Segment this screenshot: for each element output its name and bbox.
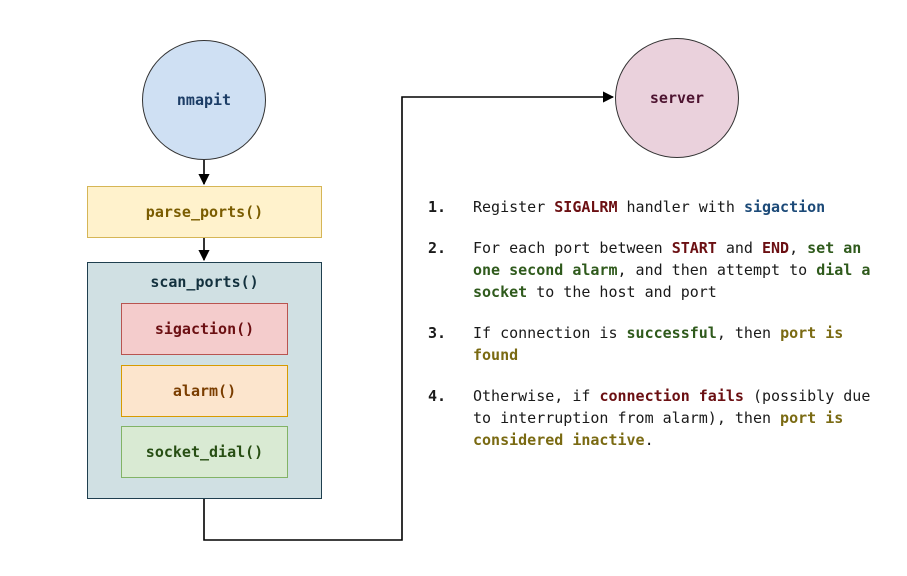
step-text-segment: set an one second alarm (473, 239, 862, 279)
step-item: 2. For each port between START and END, … (428, 237, 888, 303)
node-server: server (615, 38, 739, 158)
node-alarm-label: alarm() (172, 382, 237, 400)
node-parse-ports: parse_ports() (87, 186, 322, 238)
step-text-segment: connection fails (599, 387, 744, 405)
step-text-segment: For each port between (473, 239, 672, 257)
step-number: 2. (428, 239, 447, 257)
step-text: Register SIGALRM handler with sigaction (473, 198, 825, 216)
node-server-label: server (649, 89, 705, 107)
node-nmapit: nmapit (142, 40, 266, 160)
step-item: 3. If connection is successful, then por… (428, 322, 888, 366)
step-number: 1. (428, 198, 447, 216)
step-text: For each port between START and END, set… (473, 239, 870, 301)
node-socket-dial: socket_dial() (121, 426, 288, 478)
step-text-segment: port is considered inactive (473, 409, 844, 449)
step-item: 1. Register SIGALRM handler with sigacti… (428, 196, 888, 218)
step-text-segment: END (762, 239, 790, 257)
step-item: 4. Otherwise, if connection fails (possi… (428, 385, 888, 451)
node-socket-dial-label: socket_dial() (145, 443, 264, 461)
arrow-socket-dial-to-server (203, 91, 615, 541)
step-text-segment: If connection is (473, 324, 627, 342)
step-text-segment: handler with (617, 198, 744, 216)
step-text-segment: to the host and port (527, 283, 717, 301)
step-text-segment: Otherwise, if (473, 387, 600, 405)
step-text-segment: START (671, 239, 717, 257)
node-sigaction: sigaction() (121, 303, 288, 355)
step-text: If connection is successful, then port i… (473, 324, 843, 364)
step-text-segment: , and then attempt to (617, 261, 817, 279)
step-number: 4. (428, 387, 447, 405)
step-text-segment: port is found (473, 324, 844, 364)
step-text-segment: . (644, 431, 654, 449)
step-text-segment: and (716, 239, 762, 257)
steps-list: 1. Register SIGALRM handler with sigacti… (428, 196, 888, 470)
node-nmapit-label: nmapit (176, 91, 232, 109)
step-text: Otherwise, if connection fails (possibly… (473, 387, 870, 449)
step-text-segment: Register (473, 198, 555, 216)
step-text-segment: successful (626, 324, 717, 342)
node-sigaction-label: sigaction() (154, 320, 255, 338)
step-text-segment: SIGALRM (554, 198, 618, 216)
step-text-segment: (possibly due to interruption from alarm… (473, 387, 871, 427)
node-alarm: alarm() (121, 365, 288, 417)
group-scan-ports-label: scan_ports() (150, 273, 259, 291)
node-parse-ports-label: parse_ports() (145, 203, 264, 221)
step-text-segment: sigaction (743, 198, 826, 216)
step-text-segment: , (789, 239, 808, 257)
step-text-segment: dial a socket (473, 261, 871, 301)
step-text-segment: , then (716, 324, 781, 342)
step-number: 3. (428, 324, 447, 342)
